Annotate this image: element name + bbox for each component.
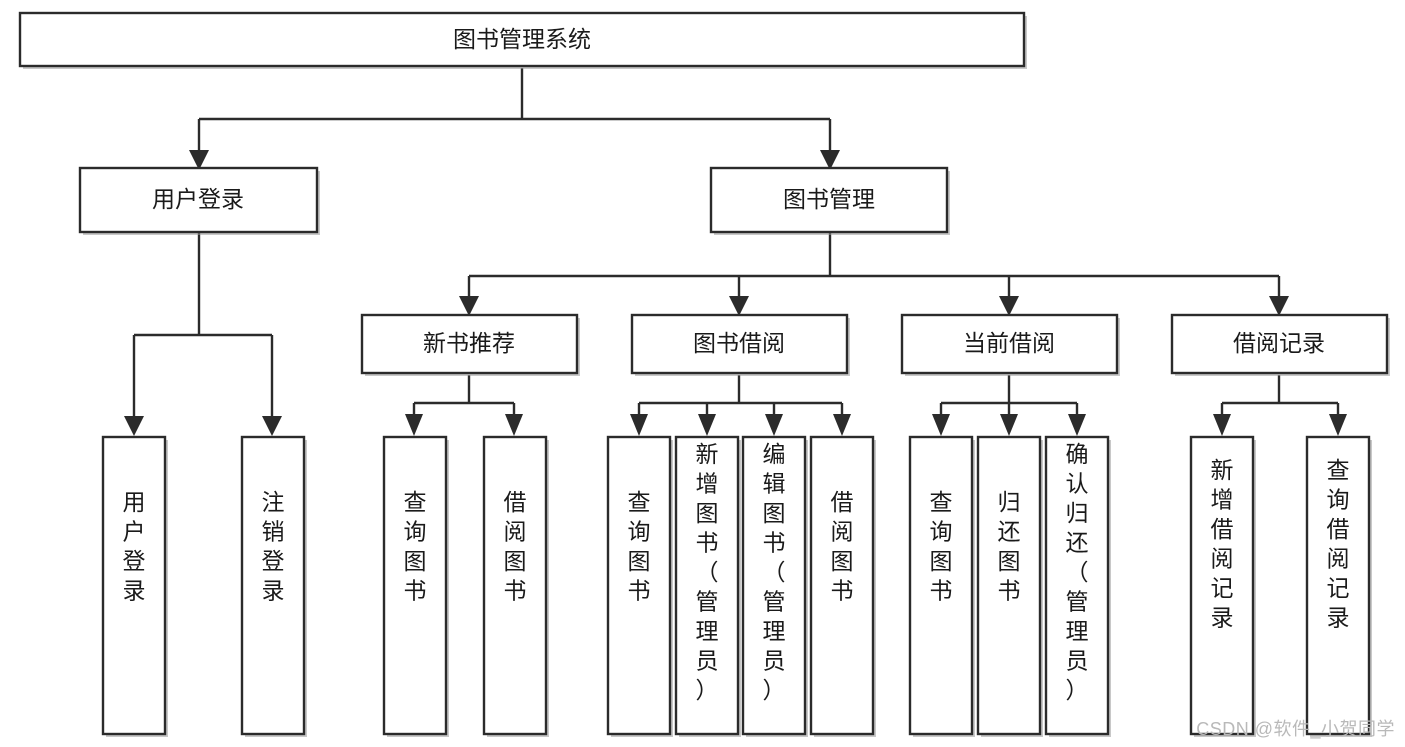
- node-user-login-label: 用户登录: [152, 186, 244, 212]
- watermark-label: CSDN @软件_小贺同学: [1196, 719, 1395, 739]
- node-book-manage-label: 图书管理: [783, 186, 875, 212]
- leaf-user-logout-label: 注销登录: [262, 489, 285, 604]
- arrowhead-book-manage: [820, 150, 840, 170]
- leaf-query-book-3[interactable]: 查询图书: [908, 435, 975, 737]
- node-borrow-record[interactable]: 借阅记录: [1170, 313, 1390, 376]
- leaf-add-book-box: [674, 435, 740, 736]
- leaf-add-record-box: [1189, 435, 1255, 736]
- node-root-box: [18, 11, 1026, 68]
- arrowhead-leaf-user-logout: [262, 416, 282, 436]
- arrowhead-leaf-query-record: [1329, 414, 1347, 436]
- leaf-query-book-2-label: 查询图书: [628, 489, 651, 604]
- node-user-login-box: [78, 166, 319, 234]
- arrowhead-leaf-query-book-2: [630, 414, 648, 436]
- node-book-manage[interactable]: 图书管理: [709, 166, 950, 235]
- leaf-return-book[interactable]: 归还图书: [976, 435, 1043, 737]
- leaf-user-logout-box: [240, 435, 306, 736]
- arrowhead-user-login: [189, 150, 209, 170]
- leaf-add-book[interactable]: 新增图书（管理员）: [674, 435, 741, 737]
- leaf-query-book-1-box: [382, 435, 448, 736]
- leaf-query-record-box: [1305, 435, 1371, 736]
- leaf-query-book-1-label: 查询图书: [404, 489, 427, 604]
- leaf-add-book-label: 新增图书（管理员）: [696, 441, 719, 703]
- node-book-borrow[interactable]: 图书借阅: [630, 313, 850, 376]
- node-borrow-record-box: [1170, 313, 1389, 375]
- arrowhead-leaf-query-book-3: [932, 414, 950, 436]
- leaf-user-login-box: [101, 435, 167, 736]
- leaf-confirm-return-box: [1044, 435, 1110, 736]
- node-new-book-recommend-label: 新书推荐: [423, 330, 515, 356]
- leaf-borrow-book-1-box: [482, 435, 548, 736]
- leaf-query-book-2-box: [606, 435, 672, 736]
- leaf-query-book-1[interactable]: 查询图书: [382, 435, 449, 737]
- leaf-return-book-box: [976, 435, 1042, 736]
- node-user-login[interactable]: 用户登录: [78, 166, 320, 235]
- leaf-confirm-return[interactable]: 确认归还（管理员）: [1044, 435, 1111, 737]
- leaf-query-book-2[interactable]: 查询图书: [606, 435, 673, 737]
- leaf-edit-book-box: [741, 435, 807, 736]
- arrowhead-book-borrow: [729, 296, 749, 316]
- arrowhead-leaf-confirm-return: [1068, 414, 1086, 436]
- arrowhead-leaf-user-login: [124, 416, 144, 436]
- node-current-borrow[interactable]: 当前借阅: [900, 313, 1120, 376]
- leaf-confirm-return-label: 确认归还（管理员）: [1066, 441, 1089, 703]
- leaf-query-book-3-label: 查询图书: [930, 489, 953, 604]
- arrowhead-new-book-recommend: [459, 296, 479, 316]
- leaf-add-record[interactable]: 新增借阅记录: [1189, 435, 1256, 737]
- node-new-book-recommend[interactable]: 新书推荐: [360, 313, 580, 376]
- leaf-borrow-book-2-label: 借阅图书: [831, 489, 854, 604]
- leaf-user-logout[interactable]: 注销登录: [240, 435, 307, 737]
- arrowhead-leaf-edit-book: [765, 414, 783, 436]
- leaf-user-login[interactable]: 用户登录: [101, 435, 168, 737]
- node-root-label: 图书管理系统: [453, 26, 591, 52]
- arrowhead-leaf-query-book-1: [405, 414, 423, 436]
- node-book-borrow-label: 图书借阅: [693, 330, 785, 356]
- connector-layer: [124, 68, 1347, 436]
- leaf-user-login-label: 用户登录: [123, 489, 146, 604]
- leaf-edit-book-label: 编辑图书（管理员）: [763, 441, 786, 703]
- arrowhead-leaf-add-record: [1213, 414, 1231, 436]
- node-current-borrow-label: 当前借阅: [963, 330, 1055, 356]
- leaf-borrow-book-1[interactable]: 借阅图书: [482, 435, 549, 737]
- node-borrow-record-label: 借阅记录: [1233, 330, 1325, 356]
- leaf-edit-book[interactable]: 编辑图书（管理员）: [741, 435, 808, 737]
- arrowhead-leaf-add-book: [698, 414, 716, 436]
- arrowhead-leaf-return-book: [1000, 414, 1018, 436]
- leaf-borrow-book-1-label: 借阅图书: [504, 489, 527, 604]
- node-root[interactable]: 图书管理系统: [18, 11, 1027, 69]
- leaf-borrow-book-2[interactable]: 借阅图书: [809, 435, 876, 737]
- node-book-manage-box: [709, 166, 949, 234]
- leaf-add-record-label: 新增借阅记录: [1211, 457, 1234, 631]
- arrowhead-leaf-borrow-book-1: [505, 414, 523, 436]
- node-current-borrow-box: [900, 313, 1119, 375]
- arrowhead-borrow-record: [1269, 296, 1289, 316]
- node-new-book-recommend-box: [360, 313, 579, 375]
- arrowhead-leaf-borrow-book-2: [833, 414, 851, 436]
- leaf-borrow-book-2-box: [809, 435, 875, 736]
- leaf-return-book-label: 归还图书: [998, 489, 1021, 604]
- node-book-borrow-box: [630, 313, 849, 375]
- leaf-query-book-3-box: [908, 435, 974, 736]
- leaf-query-record-label: 查询借阅记录: [1327, 457, 1350, 631]
- leaf-query-record[interactable]: 查询借阅记录: [1305, 435, 1372, 737]
- arrowhead-current-borrow: [999, 296, 1019, 316]
